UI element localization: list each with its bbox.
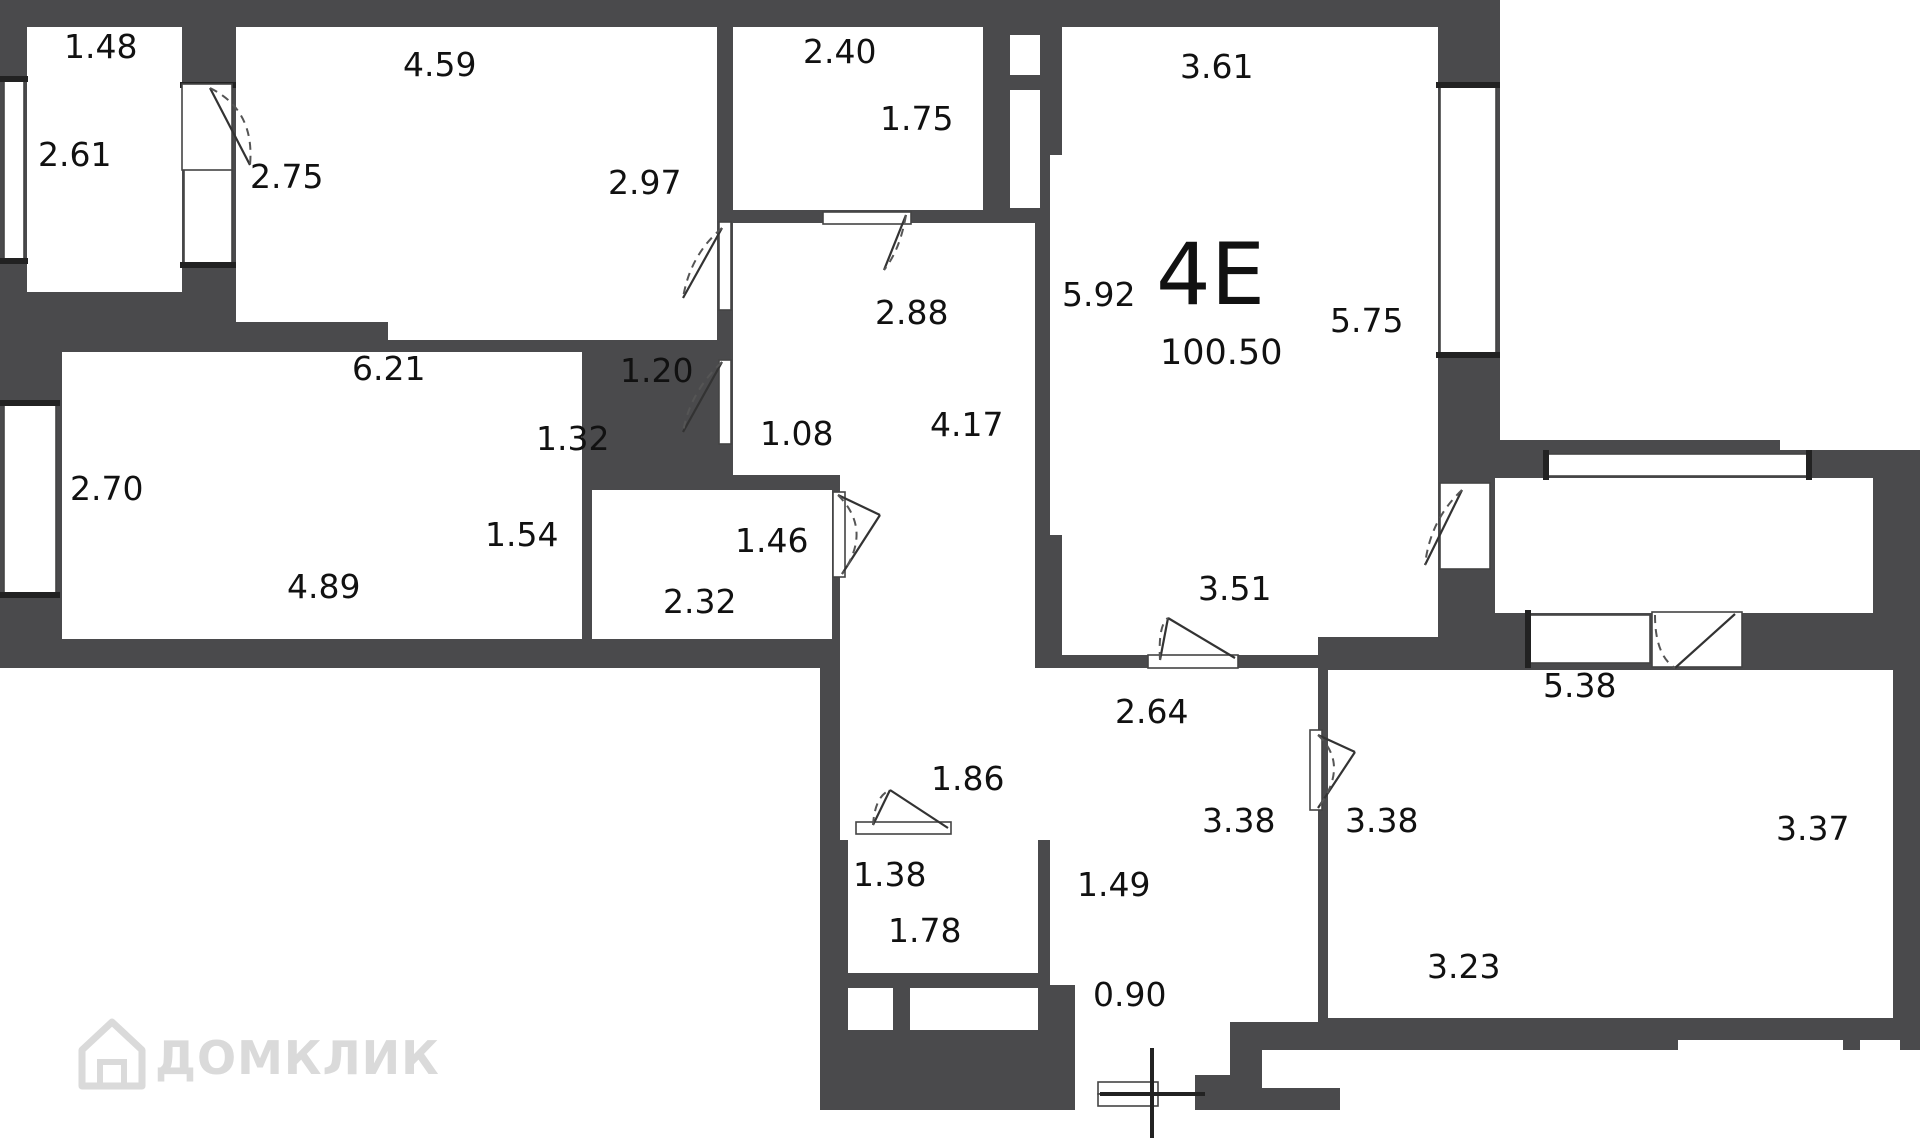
room-bedroom-west	[62, 352, 582, 639]
dim-corridor-b: 1.20	[620, 351, 693, 390]
dim-hall-b: 1.86	[931, 759, 1004, 798]
dim-living-left: 5.92	[1062, 275, 1135, 314]
doors	[181, 83, 1743, 1138]
door-storage	[855, 789, 952, 835]
house-logo-icon	[78, 1018, 146, 1090]
window-living	[1436, 82, 1500, 358]
dim-bedroom-west-right: 1.54	[485, 515, 558, 554]
door-wardrobe	[832, 491, 881, 578]
window-bedroom-west	[0, 400, 60, 598]
niche-3	[1010, 35, 1040, 75]
room-living	[1050, 27, 1438, 655]
dim-bedroom-north-bottom: 6.21	[352, 349, 425, 388]
dim-bedroom-west-side: 2.70	[70, 469, 143, 508]
dim-corridor-c: 1.32	[536, 419, 609, 458]
dim-hall-a: 2.64	[1115, 692, 1188, 731]
niche-2	[910, 988, 1038, 1030]
room-balcony	[1495, 478, 1873, 613]
dim-living-bottom: 3.51	[1198, 569, 1271, 608]
door-kitchen	[1309, 729, 1356, 811]
dim-living-top: 3.61	[1180, 47, 1253, 86]
watermark-text: ДОМКЛИК	[155, 1031, 440, 1085]
dim-hall-d: 1.49	[1077, 865, 1150, 904]
window-balcony-north	[1543, 450, 1812, 480]
door-bathroom-north	[822, 211, 912, 271]
dim-corridor-a: 2.88	[875, 293, 948, 332]
dim-kitchen-top: 5.38	[1543, 666, 1616, 705]
dim-kitchen-right: 3.37	[1776, 809, 1849, 848]
dim-corridor-d: 1.08	[760, 414, 833, 453]
unit-info: 4E 100.50	[1156, 225, 1282, 373]
niche-7	[1860, 1040, 1900, 1085]
dim-loggia-side: 2.61	[38, 135, 111, 174]
dim-corridor-e: 4.17	[930, 405, 1003, 444]
dim-storage-bottom: 1.78	[888, 911, 961, 950]
room-loggia-west	[27, 27, 182, 292]
door-loggia	[181, 83, 252, 171]
dim-storage-top: 1.38	[853, 855, 926, 894]
dim-bathroom-right: 1.75	[880, 99, 953, 138]
dim-bedroom-north-right: 2.97	[608, 163, 681, 202]
door-living	[1147, 617, 1239, 669]
door-kitchen-balcony	[1651, 611, 1743, 669]
door-balcony	[1424, 482, 1491, 570]
entrance-door	[1097, 1048, 1205, 1138]
room-storage	[848, 838, 1038, 973]
dim-bathroom-top: 2.40	[803, 32, 876, 71]
window-kitchen-balcony	[1525, 610, 1651, 668]
dim-hall-e: 0.90	[1093, 975, 1166, 1014]
dim-wardrobe-bottom: 2.32	[663, 582, 736, 621]
room-wardrobe	[592, 490, 832, 639]
dim-living-right: 5.75	[1330, 301, 1403, 340]
dimension-labels: 1.48 2.61 2.75 4.59 2.97 6.21 2.40 1.75 …	[38, 27, 1849, 1014]
dim-bedroom-north-top: 4.59	[403, 45, 476, 84]
room-corridor	[733, 223, 1318, 1075]
unit-label: 4E	[1156, 225, 1265, 325]
niche-1	[848, 988, 893, 1030]
niche-6	[1678, 1040, 1843, 1085]
room-bedroom-north	[236, 27, 717, 340]
dim-hall-c: 3.38	[1202, 801, 1275, 840]
rooms	[27, 27, 1900, 1110]
dim-wardrobe-top: 1.46	[735, 521, 808, 560]
watermark: ДОМКЛИК	[78, 1018, 440, 1090]
dim-bedroom-west-bottom: 4.89	[287, 567, 360, 606]
room-bathroom-north	[733, 27, 983, 210]
total-area: 100.50	[1160, 333, 1282, 373]
dim-kitchen-bottom: 3.23	[1427, 947, 1500, 986]
door-bedroom-north	[682, 221, 732, 311]
dim-kitchen-left: 3.38	[1345, 801, 1418, 840]
window-loggia-west	[0, 76, 28, 264]
niche-5	[1262, 1050, 1432, 1088]
dim-loggia-inner: 2.75	[250, 157, 323, 196]
dim-loggia-top: 1.48	[64, 27, 137, 66]
room-kitchen	[1328, 670, 1893, 1018]
door-bedroom-west	[682, 359, 732, 445]
niche-4	[1010, 90, 1040, 208]
